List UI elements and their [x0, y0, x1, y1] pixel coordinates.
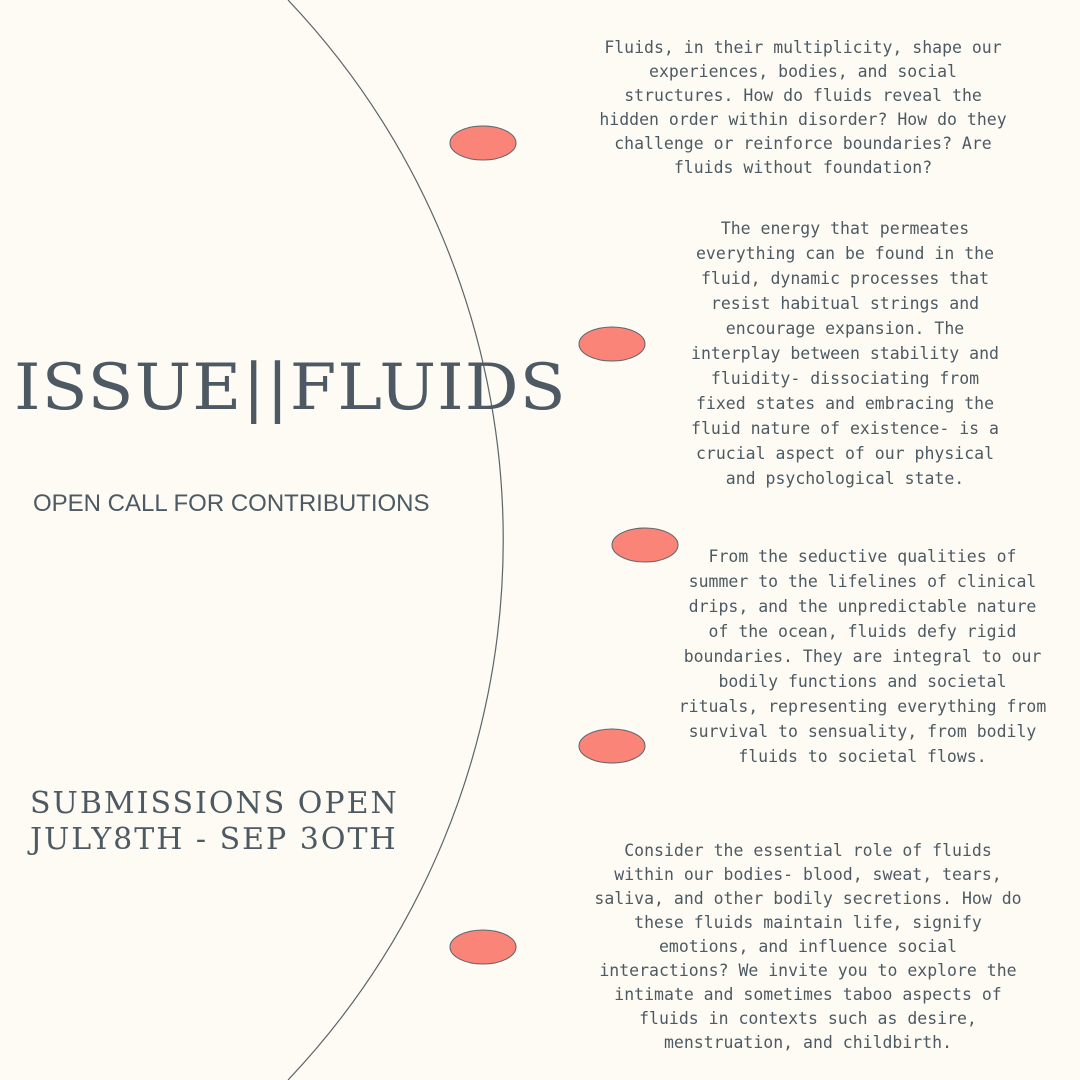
submissions-open-line: SUBMISSIONS OPEN — [30, 786, 399, 821]
timeline-dot — [611, 527, 679, 563]
timeline-dot — [578, 326, 646, 362]
paragraph-1: Fluids, in their multiplicity, shape our… — [599, 38, 1007, 177]
timeline-dot — [449, 125, 517, 161]
submission-dates: SUBMISSIONS OPEN JULY8TH - SEP 3OTH — [30, 786, 399, 858]
arc-line — [287, 0, 504, 1080]
timeline-dot — [578, 728, 646, 764]
paragraph-2: The energy that permeates everything can… — [691, 219, 999, 488]
open-call-subtitle: OPEN CALL FOR CONTRIBUTIONS — [33, 490, 430, 517]
submission-date-range: JULY8TH - SEP 3OTH — [30, 822, 398, 857]
issue-title: ISSUE||FLUIDS — [14, 351, 567, 425]
paragraph-4: Consider the essential role of fluids wi… — [594, 841, 1022, 1052]
timeline-dot — [449, 929, 517, 965]
paragraph-3: From the seductive qualities of summer t… — [678, 547, 1047, 766]
